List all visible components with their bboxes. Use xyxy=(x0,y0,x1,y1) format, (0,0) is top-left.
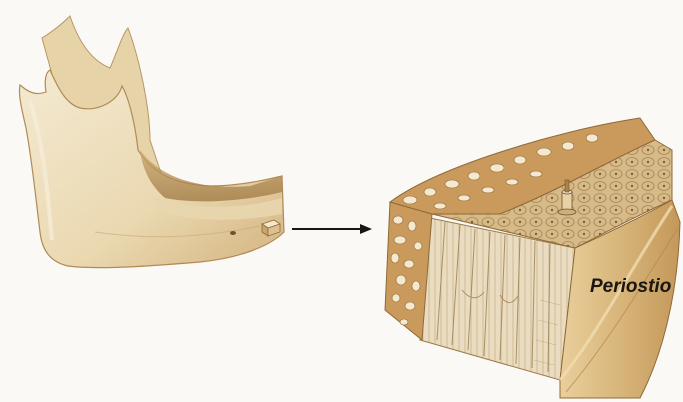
bone-cross-section xyxy=(385,118,680,398)
right-arrow-icon xyxy=(292,224,372,234)
mandible xyxy=(19,16,284,268)
periosteum-label: Periostio xyxy=(590,276,671,297)
